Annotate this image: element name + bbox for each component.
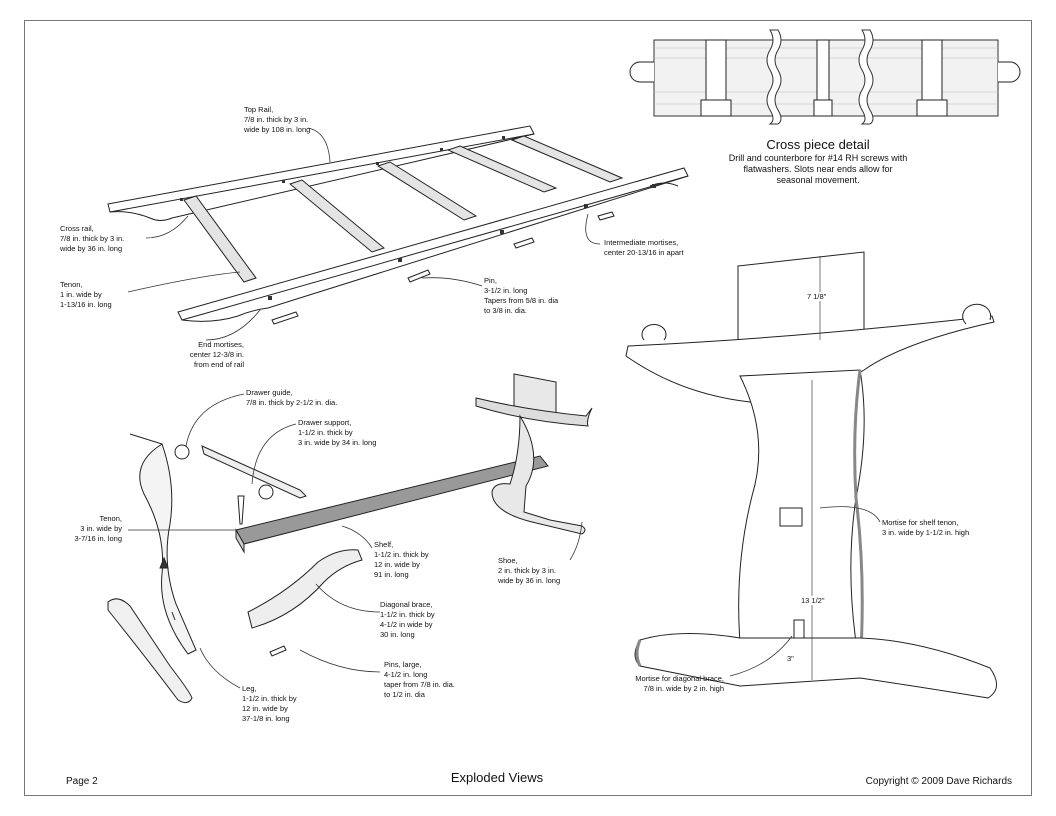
label-top-rail: Top Rail, 7/8 in. thick by 3 in. wide by… <box>244 105 311 134</box>
label-drawer-guide: Drawer guide, 7/8 in. thick by 2-1/2 in.… <box>246 388 338 407</box>
page-frame <box>24 20 1032 796</box>
label-pins-large: Pins, large, 4-1/2 in. long taper from 7… <box>384 660 455 699</box>
page-number: Page 2 <box>66 776 98 787</box>
label-leg: Leg, 1-1/2 in. thick by 12 in. wide by 3… <box>242 684 297 723</box>
label-intermediate-mortises: Intermediate mortises, center 20-13/16 i… <box>604 238 684 257</box>
cross-piece-note: Drill and counterbore for #14 RH screws … <box>728 153 908 185</box>
cross-piece-detail <box>629 29 1021 125</box>
base-parts <box>107 373 593 704</box>
label-end-mortises: End mortises, center 12-3/8 in. from end… <box>189 340 244 369</box>
label-mortise-brace: Mortise for diagonal brace, 7/8 in. wide… <box>635 674 724 693</box>
cross-piece-title: Cross piece detail <box>766 137 870 152</box>
assembled-end-view <box>625 251 997 699</box>
label-drawer-support: Drawer support, 1-1/2 in. thick by 3 in.… <box>298 418 377 447</box>
label-diagonal-brace: Diagonal brace, 1-1/2 in. thick by 4-1/2… <box>380 600 435 639</box>
label-mortise-shelf: Mortise for shelf tenon, 3 in. wide by 1… <box>882 518 970 537</box>
dimension-offset-bottom: 3" <box>786 654 795 663</box>
dimension-height-mid: 13 1/2" <box>800 596 826 605</box>
label-shelf: Shelf, 1-1/2 in. thick by 12 in. wide by… <box>374 540 429 579</box>
dimension-width-top: 7 1/8" <box>806 292 828 301</box>
label-tenon-leg: Tenon, 3 in. wide by 3-7/16 in. long <box>74 514 122 543</box>
top-rail-assembly <box>107 125 689 325</box>
label-tenon-rail: Tenon, 1 in. wide by 1-13/16 in. long <box>60 280 112 309</box>
label-cross-rail: Cross rail, 7/8 in. thick by 3 in. wide … <box>60 224 125 253</box>
page-title: Exploded Views <box>450 770 544 785</box>
label-shoe: Shoe, 2 in. thick by 3 in. wide by 36 in… <box>498 556 561 585</box>
copyright: Copyright © 2009 Dave Richards <box>865 776 1012 787</box>
label-pin-small: Pin, 3-1/2 in. long Tapers from 5/8 in. … <box>484 276 559 315</box>
